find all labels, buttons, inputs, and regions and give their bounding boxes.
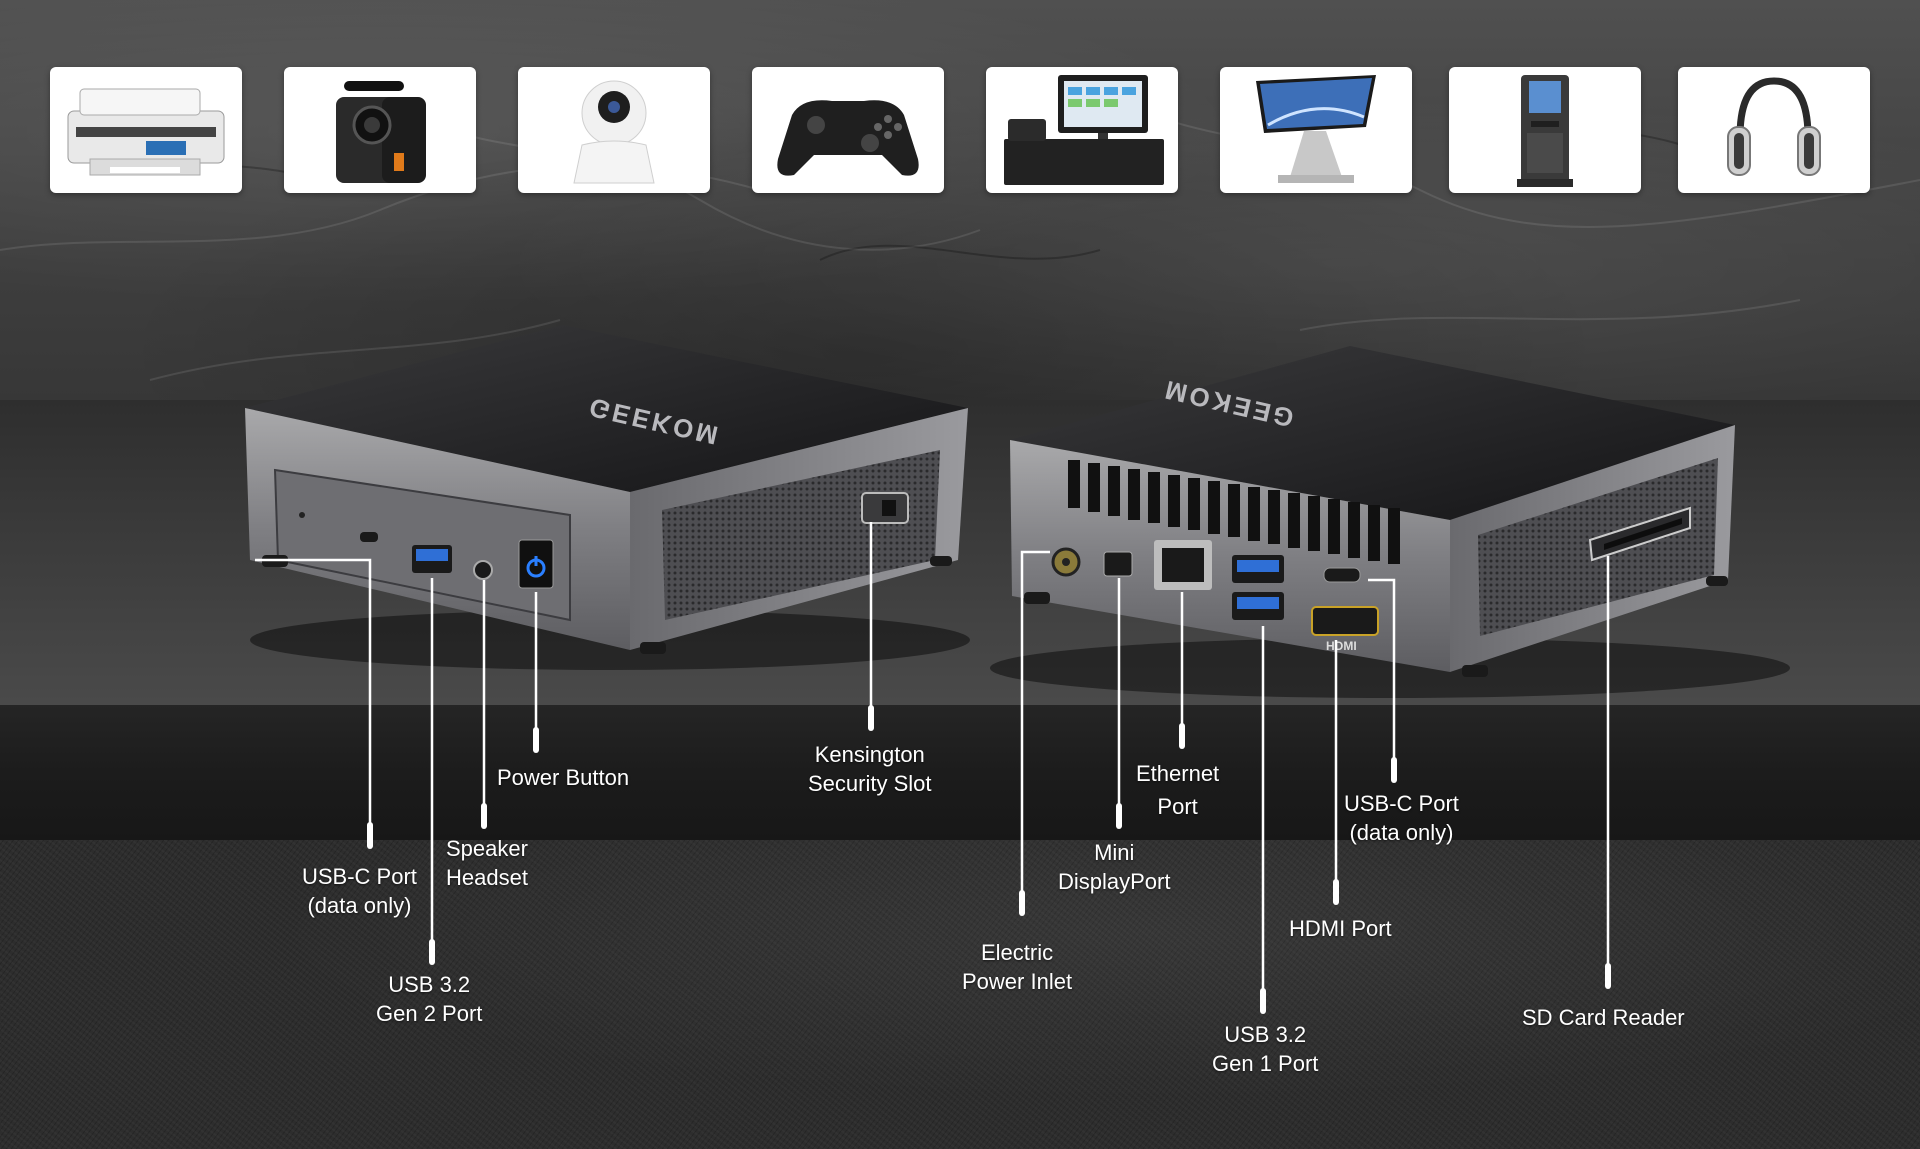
tile-display-kiosk xyxy=(1220,67,1412,193)
tile-controller xyxy=(752,67,944,193)
label-back-usbc: USB-C Port (data only) xyxy=(1344,789,1459,847)
front-audio-jack xyxy=(473,560,493,580)
mini-pc-front: GEEKOM xyxy=(245,325,968,654)
label-text: SD Card Reader xyxy=(1522,1005,1685,1030)
label-text: Port xyxy=(1157,794,1198,819)
tile-projector xyxy=(284,67,476,193)
label-text: USB 3.2 xyxy=(388,972,471,997)
label-front-power: Power Button xyxy=(497,763,629,792)
label-text: Electric xyxy=(980,940,1054,965)
label-mini-displayport: Mini DisplayPort xyxy=(1058,838,1170,896)
label-front-usbc: USB-C Port (data only) xyxy=(302,862,417,920)
printer-icon xyxy=(67,88,225,176)
label-text: Headset xyxy=(446,865,528,890)
label-text: Gen 1 Port xyxy=(1212,1051,1319,1076)
label-text: Kensington xyxy=(814,742,925,767)
label-ethernet: Ethernet Port xyxy=(1136,757,1219,823)
label-text: USB-C Port xyxy=(302,864,417,889)
desk-edge xyxy=(0,705,1920,840)
callout-line-front-usbc xyxy=(255,558,372,833)
label-text: HDMI Port xyxy=(1289,916,1392,941)
game-controller-icon xyxy=(777,100,919,176)
svg-text:HDMI: HDMI xyxy=(1326,639,1357,653)
headphones-icon xyxy=(1727,77,1821,176)
tile-pos-terminal xyxy=(986,67,1178,193)
callout-line-back-usbc xyxy=(1368,578,1396,780)
tile-camera xyxy=(518,67,710,193)
security-camera-icon xyxy=(573,80,655,184)
hdmi-port xyxy=(1311,606,1379,636)
label-text: Mini xyxy=(1094,840,1135,865)
label-text: DisplayPort xyxy=(1058,869,1171,894)
callout-end-ticks xyxy=(367,705,1611,1014)
mini-displayport xyxy=(1103,551,1133,577)
label-text: Speaker xyxy=(446,836,528,861)
label-kensington: Kensington Security Slot xyxy=(808,740,932,798)
label-text: Ethernet xyxy=(1136,761,1220,786)
floor-background xyxy=(0,840,1920,1149)
label-text: Power Button xyxy=(497,765,630,790)
display-kiosk-icon xyxy=(1256,75,1376,183)
label-text: USB-C Port xyxy=(1344,791,1459,816)
label-sd-card: SD Card Reader xyxy=(1522,1003,1685,1032)
label-text: Gen 2 Port xyxy=(376,1001,483,1026)
mini-pc-back: HDMI GEEKOM xyxy=(1010,346,1735,677)
tile-printer xyxy=(50,67,242,193)
self-service-kiosk-icon xyxy=(1517,75,1573,187)
callout-lines xyxy=(255,522,1610,1011)
label-usb32-gen1: USB 3.2 Gen 1 Port xyxy=(1212,1020,1318,1078)
label-text: (data only) xyxy=(1349,820,1454,845)
label-text: USB 3.2 xyxy=(1224,1022,1307,1047)
projector-icon xyxy=(336,81,426,183)
callout-line-power-inlet xyxy=(1020,550,1050,913)
label-power-inlet: Electric Power Inlet xyxy=(962,938,1072,996)
tile-headphones xyxy=(1678,67,1870,193)
front-usbc-port xyxy=(360,532,378,542)
label-text: (data only) xyxy=(307,893,412,918)
label-hdmi: HDMI Port xyxy=(1289,914,1392,943)
pos-terminal-icon xyxy=(1004,75,1164,185)
pc-back-shadow xyxy=(990,638,1790,698)
back-usbc-port xyxy=(1323,567,1361,583)
label-text: Power Inlet xyxy=(962,969,1073,994)
label-front-audio: Speaker Headset xyxy=(446,834,528,892)
label-text: Security Slot xyxy=(808,771,932,796)
tile-self-service-kiosk xyxy=(1449,67,1641,193)
label-front-usb32-gen2: USB 3.2 Gen 2 Port xyxy=(376,970,482,1028)
